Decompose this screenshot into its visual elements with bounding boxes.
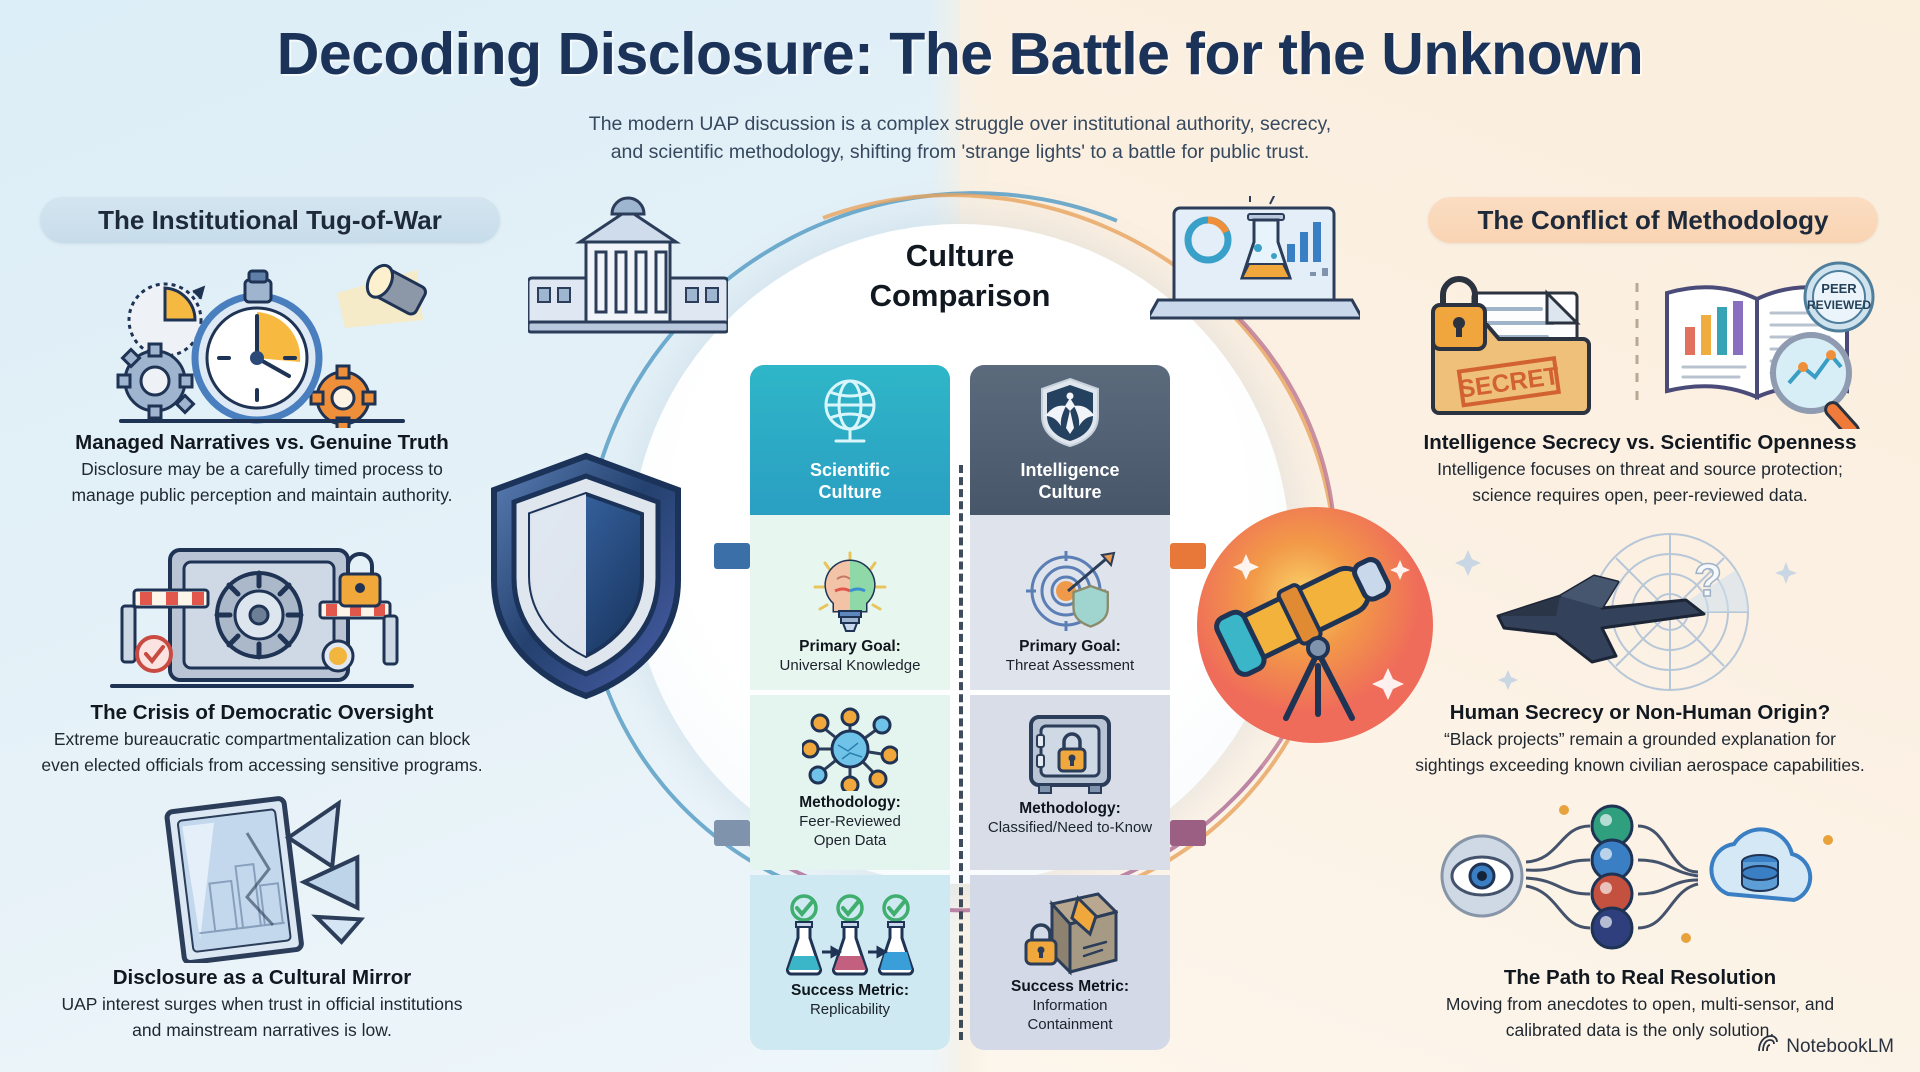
cell-intelligence-primary-goal-label: Primary Goal: bbox=[1019, 638, 1121, 655]
right-block-3-body-line-2: calibrated data is the only solution. bbox=[1505, 1020, 1775, 1040]
vault-barrier-lock-icon bbox=[32, 528, 492, 698]
section-pill-institutional: The Institutional Tug-of-War bbox=[40, 197, 500, 243]
multi-sensor-to-cloud-data-icon bbox=[1390, 793, 1890, 963]
cell-intelligence-methodology-label: Methodology: bbox=[1019, 800, 1121, 817]
cell-scientific-success-value: Replicability bbox=[809, 1001, 891, 1018]
cell-scientific-primary-goal-value: Universal Knowledge bbox=[779, 657, 921, 674]
cell-intelligence-success-value-1: Information bbox=[1032, 997, 1108, 1014]
connector-tab-left-blue bbox=[714, 543, 750, 569]
peer-badge-line-1: PEER bbox=[1821, 281, 1857, 296]
right-block-real-resolution: The Path to Real Resolution Moving from … bbox=[1390, 793, 1890, 1042]
cell-scientific-methodology-value-1: Feer-Reviewed bbox=[799, 813, 901, 830]
culture-comparison-panel: Scientific Culture bbox=[714, 365, 1206, 1050]
right-block-1-body-line-2: science requires open, peer-reviewed dat… bbox=[1472, 485, 1808, 505]
column-header-intelligence-line-2: Culture bbox=[1038, 482, 1102, 502]
eagle-shield-icon bbox=[1038, 376, 1102, 453]
cell-scientific-methodology-label: Methodology: bbox=[799, 794, 901, 811]
column-header-scientific-line-2: Culture bbox=[818, 482, 882, 502]
cell-scientific-primary-goal: Primary Goal: Universal Knowledge bbox=[750, 515, 950, 690]
cell-intelligence-primary-goal-value: Threat Assessment bbox=[1005, 657, 1135, 674]
column-header-intelligence: Intelligence Culture bbox=[970, 365, 1170, 515]
stopwatch-gears-spotlight-icon bbox=[32, 258, 492, 428]
page-title: Decoding Disclosure: The Battle for the … bbox=[276, 21, 1644, 87]
three-flasks-check-icon bbox=[780, 893, 920, 981]
peer-badge-line-2: REVIEWED bbox=[1807, 298, 1871, 312]
cracked-mirror-icon bbox=[32, 793, 492, 963]
right-block-2-body-line-1: “Black projects” remain a grounded expla… bbox=[1443, 729, 1836, 749]
stealth-jet-radar-question-icon: ? bbox=[1390, 528, 1890, 698]
brain-lightbulb-icon bbox=[811, 549, 889, 637]
center-title: Culture Comparison bbox=[520, 236, 1400, 316]
left-block-1-body-line-2: manage public perception and maintain au… bbox=[71, 485, 453, 505]
right-block-3-heading: The Path to Real Resolution bbox=[1503, 966, 1777, 989]
right-block-secrecy-openness: SECRET bbox=[1390, 258, 1890, 507]
section-pill-methodology-label: The Conflict of Methodology bbox=[1477, 204, 1829, 235]
left-block-1-body-line-1: Disclosure may be a carefully timed proc… bbox=[81, 459, 443, 479]
subtitle-line-2: and scientific methodology, shifting fro… bbox=[610, 141, 1310, 163]
cell-scientific-methodology-value-2: Open Data bbox=[813, 832, 887, 849]
right-block-3-body-line-1: Moving from anecdotes to open, multi-sen… bbox=[1445, 994, 1835, 1014]
center-title-line-1: Culture bbox=[905, 238, 1015, 273]
connector-tab-right-plum bbox=[1170, 820, 1206, 846]
secret-folder-vs-peer-reviewed-book-icon: SECRET bbox=[1390, 258, 1890, 429]
left-block-3-heading: Disclosure as a Cultural Mirror bbox=[112, 966, 412, 989]
cell-intelligence-methodology-value: Classified/Need to-Know bbox=[987, 819, 1153, 836]
telescope-sunburst-icon bbox=[1190, 500, 1440, 755]
left-block-2-heading: The Crisis of Democratic Oversight bbox=[90, 701, 434, 724]
section-pill-methodology: The Conflict of Methodology bbox=[1428, 197, 1878, 243]
cell-intelligence-success-value-2: Containment bbox=[1027, 1016, 1113, 1033]
heraldic-shield-icon bbox=[486, 452, 686, 707]
section-pill-institutional-label: The Institutional Tug-of-War bbox=[98, 204, 442, 235]
left-block-1-heading: Managed Narratives vs. Genuine Truth bbox=[75, 431, 449, 454]
left-block-managed-narratives: Managed Narratives vs. Genuine Truth Dis… bbox=[32, 258, 492, 507]
cell-scientific-success-metric: Success Metric: Replicability bbox=[750, 875, 950, 1050]
right-block-1-heading: Intelligence Secrecy vs. Scientific Open… bbox=[1423, 431, 1857, 454]
locked-package-icon bbox=[1022, 889, 1118, 977]
left-block-2-body-line-2: even elected officials from accessing se… bbox=[41, 755, 483, 775]
cell-intelligence-success-metric: Success Metric: Information Containment bbox=[970, 875, 1170, 1050]
left-block-democratic-oversight: The Crisis of Democratic Oversight Extre… bbox=[32, 528, 492, 777]
safe-lock-icon bbox=[1025, 711, 1115, 799]
cell-scientific-methodology: Methodology: Feer-Reviewed Open Data bbox=[750, 695, 950, 870]
left-block-3-body-line-2: and mainstream narratives is low. bbox=[132, 1020, 392, 1040]
comparison-column-intelligence: Intelligence Culture bbox=[970, 365, 1170, 1050]
left-block-3-body-line-1: UAP interest surges when trust in offici… bbox=[61, 994, 463, 1014]
cell-intelligence-methodology: Methodology: Classified/Need to-Know bbox=[970, 695, 1170, 870]
left-block-2-body-line-1: Extreme bureaucratic compartmentalizatio… bbox=[53, 729, 471, 749]
globe-icon bbox=[816, 378, 884, 453]
right-block-2-body-line-2: sightings exceeding known civilian aeros… bbox=[1415, 755, 1865, 775]
subtitle-line-1: The modern UAP discussion is a complex s… bbox=[588, 113, 1332, 135]
target-arrow-shield-icon bbox=[1024, 549, 1116, 637]
right-block-human-secrecy: ? Human Secrecy or Non-Human Origin? “Bl… bbox=[1390, 528, 1890, 777]
question-mark-glyph: ? bbox=[1694, 554, 1722, 606]
right-block-1-body-line-1: Intelligence focuses on threat and sourc… bbox=[1437, 459, 1843, 479]
comparison-column-scientific: Scientific Culture bbox=[750, 365, 950, 1050]
column-header-scientific-line-1: Scientific bbox=[809, 460, 891, 480]
notebooklm-watermark: NotebookLM bbox=[1756, 1034, 1894, 1060]
network-nodes-icon bbox=[802, 705, 898, 793]
government-building-icon bbox=[526, 196, 730, 341]
cell-scientific-primary-goal-label: Primary Goal: bbox=[799, 638, 901, 655]
column-header-intelligence-line-1: Intelligence bbox=[1020, 460, 1120, 480]
center-title-line-2: Comparison bbox=[869, 278, 1051, 313]
page-subtitle: The modern UAP discussion is a complex s… bbox=[510, 110, 1410, 166]
cell-scientific-success-label: Success Metric: bbox=[790, 982, 910, 999]
cell-intelligence-primary-goal: Primary Goal: Threat Assessment bbox=[970, 515, 1170, 690]
science-laptop-beaker-icon bbox=[1145, 190, 1365, 346]
connector-tab-left-slate bbox=[714, 820, 750, 846]
notebooklm-logo-icon bbox=[1756, 1034, 1779, 1060]
right-block-2-heading: Human Secrecy or Non-Human Origin? bbox=[1449, 701, 1831, 724]
column-header-scientific: Scientific Culture bbox=[750, 365, 950, 515]
notebooklm-watermark-label: NotebookLM bbox=[1786, 1036, 1894, 1057]
cell-intelligence-success-label: Success Metric: bbox=[1010, 978, 1130, 995]
left-block-cultural-mirror: Disclosure as a Cultural Mirror UAP inte… bbox=[32, 793, 492, 1042]
comparison-center-divider bbox=[959, 465, 963, 1040]
connector-tab-right-orange bbox=[1170, 543, 1206, 569]
